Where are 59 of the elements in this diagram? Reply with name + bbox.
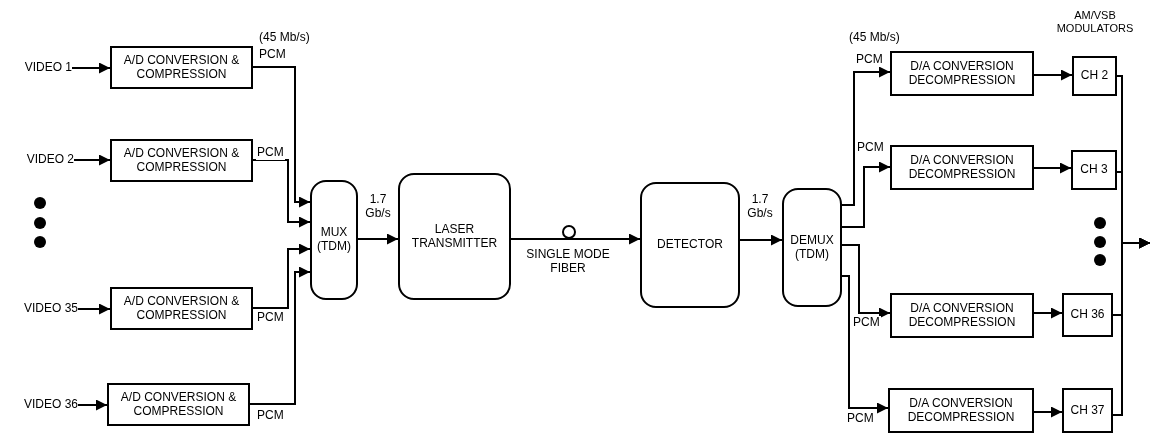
box-label: CH 36 (1070, 308, 1105, 322)
arrow (249, 266, 311, 405)
arrow (1033, 69, 1073, 81)
signal-label: VIDEO 35 (23, 302, 78, 316)
arrow (252, 66, 311, 208)
process-box (888, 388, 1034, 433)
process-box (110, 287, 253, 330)
box-label: CH 2 (1080, 69, 1109, 83)
box-label: D/A CONVERSION DECOMPRESSION (906, 396, 1016, 425)
box-label: A/D CONVERSION & COMPRESSION (119, 390, 238, 419)
process-box (107, 383, 250, 426)
arrow (739, 234, 783, 246)
arrow (77, 399, 108, 411)
process-box (1071, 150, 1117, 190)
rounded-process-box (640, 182, 740, 308)
process-box (1062, 293, 1113, 337)
process-box (1062, 388, 1113, 433)
box-label: D/A CONVERSION DECOMPRESSION (907, 59, 1017, 88)
signal-label: VIDEO 2 (26, 153, 74, 167)
arrow (252, 243, 311, 309)
arrow (1033, 406, 1063, 418)
process-box (110, 139, 253, 182)
edge-label: PCM (256, 146, 285, 160)
process-box (890, 51, 1034, 96)
box-label: DETECTOR (657, 238, 723, 252)
process-box (890, 145, 1034, 190)
arrow (841, 66, 891, 206)
box-label: MUX (TDM) (316, 226, 352, 254)
box-label: A/D CONVERSION & COMPRESSION (122, 53, 241, 82)
box-label: D/A CONVERSION DECOMPRESSION (907, 153, 1017, 182)
arrow (1033, 162, 1072, 174)
rounded-process-box (398, 173, 511, 300)
arrow (510, 233, 641, 245)
arrow (77, 303, 111, 315)
process-box (1072, 56, 1117, 96)
rounded-process-box (310, 180, 358, 300)
arrow (71, 62, 111, 74)
box-label: LASER TRANSMITTER (410, 222, 499, 251)
bit-rate-note: (45 Mb/s) (848, 31, 901, 45)
arrow (841, 244, 891, 319)
box-label: D/A CONVERSION DECOMPRESSION (907, 301, 1017, 330)
box-label: DEMUX (TDM) (789, 233, 835, 262)
arrow (73, 154, 111, 166)
box-label: CH 3 (1080, 163, 1108, 177)
box-label: A/D CONVERSION & COMPRESSION (122, 294, 241, 323)
arrow (252, 159, 311, 228)
signal-label: VIDEO 1 (24, 61, 72, 75)
rounded-process-box (782, 188, 842, 307)
box-label: CH 37 (1070, 403, 1105, 418)
arrow (841, 275, 889, 414)
bit-rate-note: (45 Mb/s) (258, 31, 311, 45)
box-label: A/D CONVERSION & COMPRESSION (122, 146, 241, 175)
signal-label: VIDEO 36 (23, 398, 78, 412)
arrow (357, 233, 399, 245)
arrow (841, 161, 891, 228)
arrow (1033, 307, 1063, 319)
arrow (1112, 237, 1151, 416)
process-box (890, 293, 1034, 338)
process-box (110, 46, 253, 89)
